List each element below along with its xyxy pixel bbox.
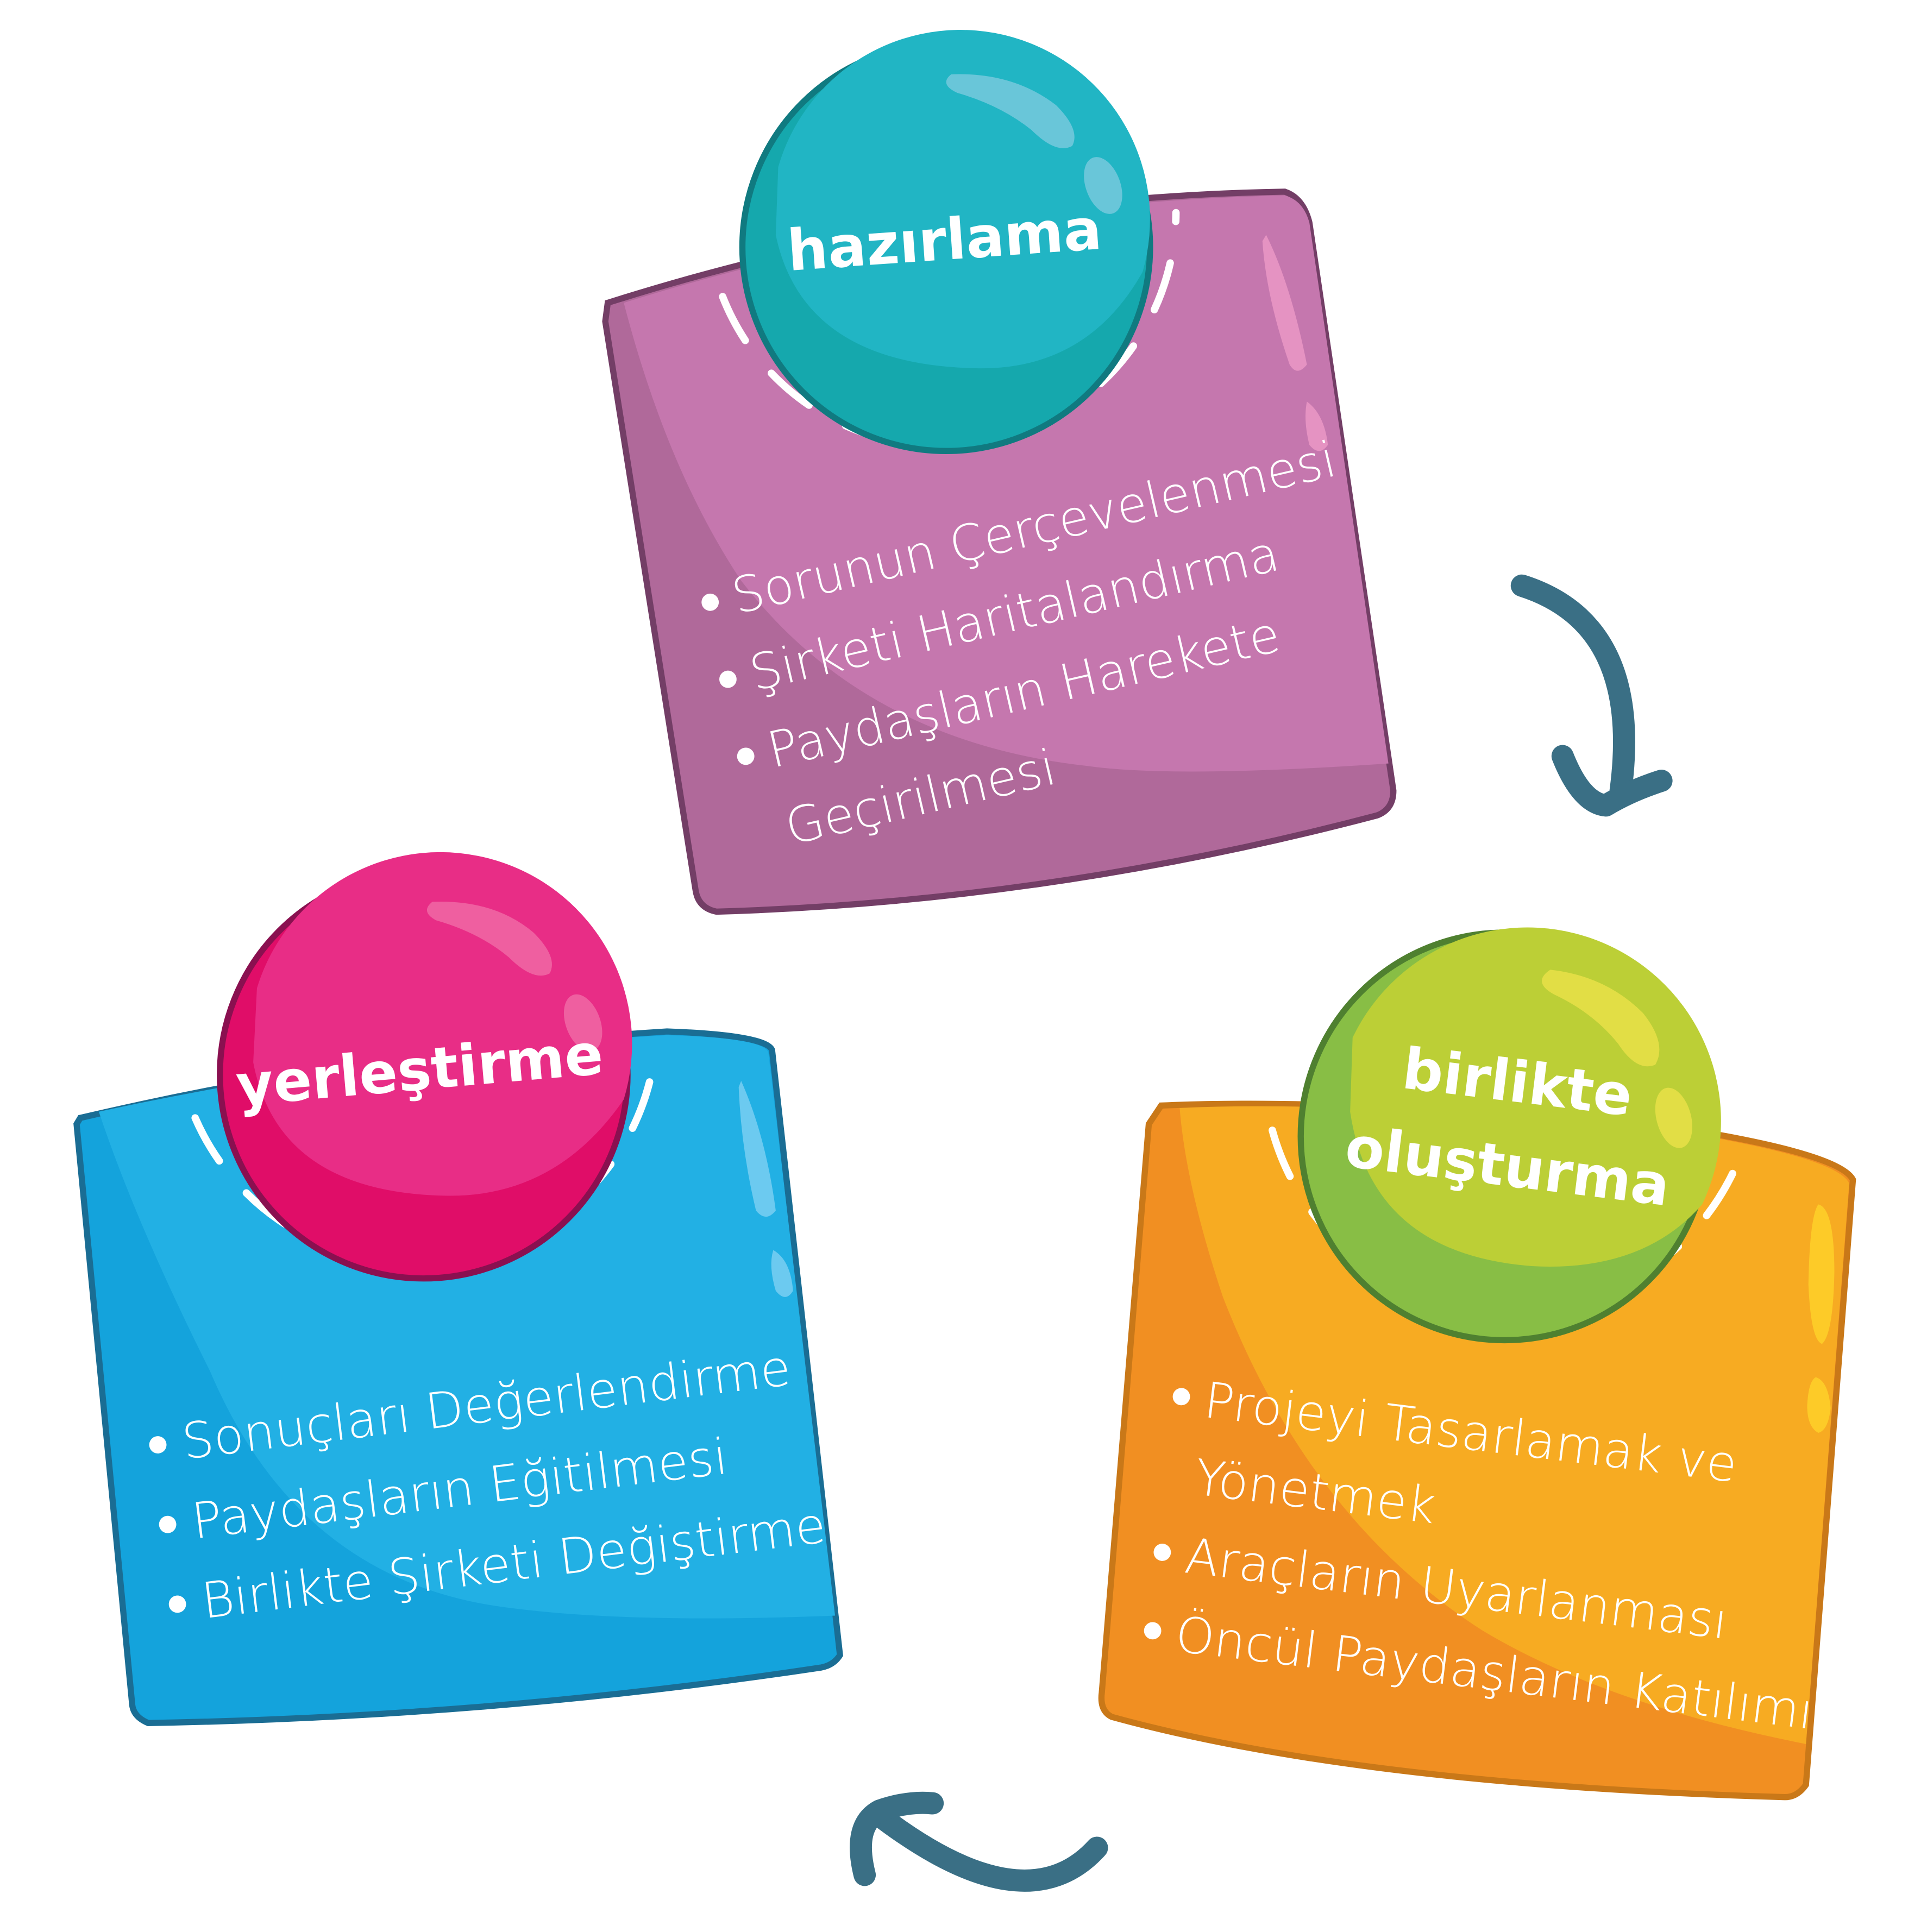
gloss-mark <box>1262 235 1307 371</box>
bullet <box>159 1515 177 1533</box>
bullet <box>701 593 719 611</box>
stage-card-birlikte-olusturma: birlikte oluşturma Projeyi Tasarlamak ve… <box>1098 927 1856 1801</box>
gloss-mark <box>771 1250 793 1297</box>
ball-gloss <box>1084 157 1122 214</box>
bullet <box>1144 1622 1162 1640</box>
ball-gloss <box>1655 1087 1692 1148</box>
bullet <box>149 1436 167 1453</box>
ball-gloss <box>1542 970 1660 1067</box>
gloss-mark <box>1808 1204 1835 1344</box>
bullet <box>719 670 737 688</box>
bullet <box>1172 1388 1190 1406</box>
arrow-to-yerlestirme <box>850 1791 1108 1892</box>
ball-gloss <box>563 994 602 1052</box>
stage-card-yerlestirme: yerleştirme Sonuçları Değerlendirme Payd… <box>73 852 843 1726</box>
gloss-mark <box>738 1080 776 1217</box>
stage-card-hazirlama: hazırlama Sorunun Çerçevelenmesi Şirketi… <box>602 30 1397 915</box>
bullet <box>1153 1544 1171 1561</box>
ball-gloss <box>946 74 1075 148</box>
gloss-mark <box>1807 1377 1831 1433</box>
arrow-to-birlikte-olusturma <box>1510 574 1673 817</box>
bullet <box>737 747 755 765</box>
gloss-mark <box>1305 401 1328 451</box>
ball-gloss <box>426 901 552 976</box>
bullet <box>168 1595 186 1613</box>
